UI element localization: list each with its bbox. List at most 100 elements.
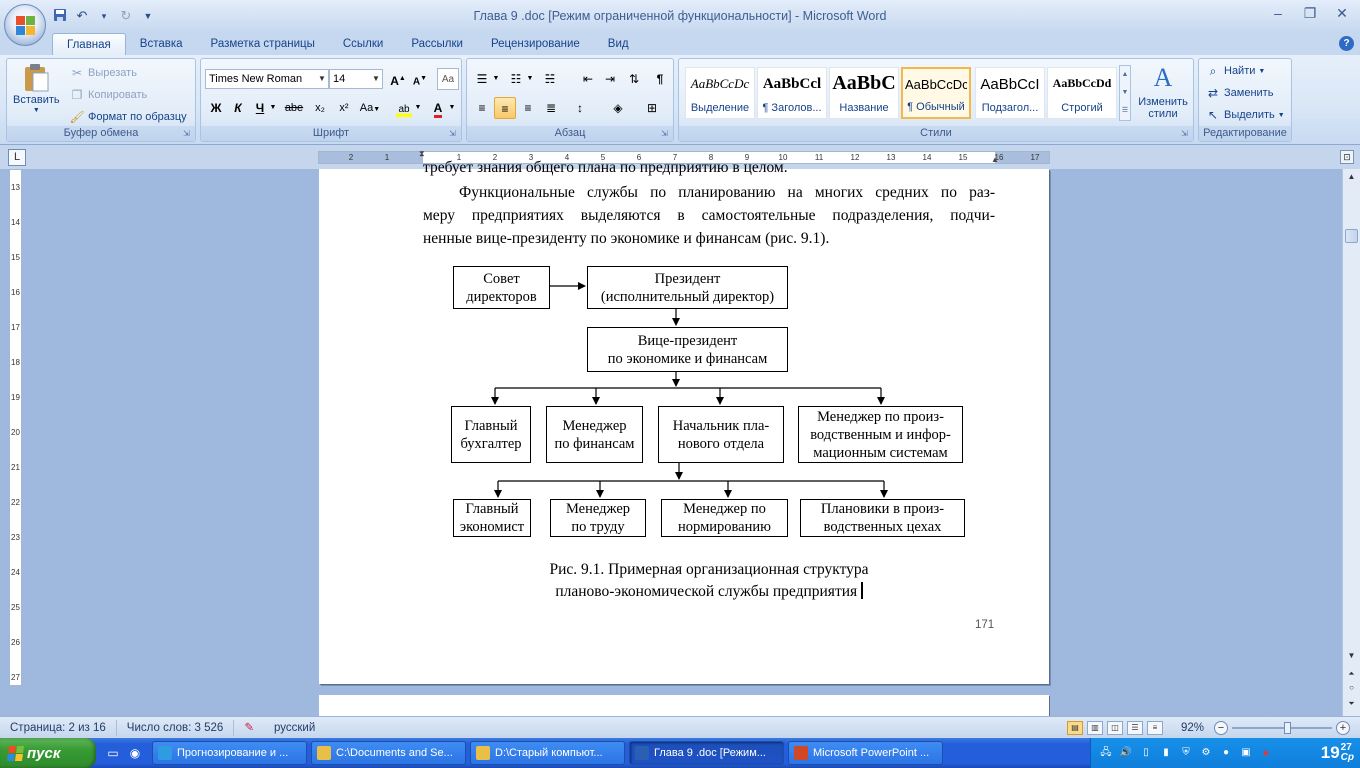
- shading-icon[interactable]: ◈: [613, 101, 623, 115]
- display-icon[interactable]: ▣: [1241, 747, 1251, 758]
- decrease-indent-icon[interactable]: ⇤: [582, 72, 594, 86]
- grow-font-button[interactable]: A▲: [390, 74, 406, 88]
- language-indicator[interactable]: русский: [273, 721, 316, 734]
- scroll-thumb[interactable]: [1345, 229, 1358, 243]
- full-screen-reading-icon[interactable]: ▥: [1086, 721, 1103, 735]
- styles-scroll[interactable]: ▲▼☰: [1119, 65, 1131, 121]
- dialog-launcher-icon[interactable]: ⇲: [449, 129, 456, 138]
- help-icon[interactable]: ?: [1339, 36, 1354, 51]
- change-case-button[interactable]: Aa▼: [359, 102, 381, 114]
- style-title[interactable]: AaBbC Название: [829, 67, 899, 119]
- increase-indent-icon[interactable]: ⇥: [604, 72, 616, 86]
- justify-icon[interactable]: ≣: [545, 101, 557, 115]
- update-icon[interactable]: ●: [1222, 747, 1230, 758]
- spellcheck-icon[interactable]: ✎: [244, 721, 254, 734]
- view-ruler-icon[interactable]: ⊡: [1340, 150, 1354, 164]
- print-layout-icon[interactable]: ▤: [1066, 721, 1083, 735]
- strikethrough-button[interactable]: abe: [284, 102, 304, 114]
- task-button[interactable]: Microsoft PowerPoint ...: [788, 741, 943, 765]
- browse-object-icon[interactable]: ○: [1349, 683, 1354, 692]
- cut-button[interactable]: ✂Вырезать: [69, 65, 137, 81]
- customize-qat-icon[interactable]: ▼: [143, 11, 153, 21]
- shrink-font-button[interactable]: A▼: [412, 75, 428, 88]
- restore-icon[interactable]: ❐: [1303, 5, 1317, 21]
- web-layout-icon[interactable]: ◫: [1106, 721, 1123, 735]
- underline-button[interactable]: Ч: [255, 101, 265, 115]
- indent-marker-icon[interactable]: ⧗: [419, 149, 425, 158]
- bullets-icon[interactable]: ☰: [476, 72, 488, 86]
- dialog-launcher-icon[interactable]: ⇲: [183, 129, 190, 138]
- zoom-slider[interactable]: [1232, 721, 1332, 735]
- clear-format-icon[interactable]: Aa: [437, 68, 459, 90]
- zoom-out-icon[interactable]: −: [1214, 721, 1228, 735]
- font-color-dropdown-icon[interactable]: ▼: [448, 104, 456, 111]
- office-button[interactable]: [4, 4, 46, 46]
- chevron-down-icon[interactable]: ▼: [492, 75, 500, 82]
- next-page-icon[interactable]: ⏷: [1348, 699, 1355, 708]
- style-normal[interactable]: AaBbCcDc ¶ Обычный: [901, 67, 971, 119]
- draft-icon[interactable]: ≡: [1146, 721, 1163, 735]
- undo-dropdown-icon[interactable]: ▾: [101, 11, 107, 21]
- style-emphasis[interactable]: AaBbCcDc Выделение: [685, 67, 755, 119]
- minimize-icon[interactable]: –: [1274, 5, 1282, 21]
- paste-button[interactable]: Вставить ▼: [13, 63, 60, 114]
- line-spacing-icon[interactable]: ↕: [577, 101, 583, 115]
- scroll-up-icon[interactable]: ▲: [1347, 172, 1356, 181]
- right-indent-marker-icon[interactable]: ▲: [991, 155, 999, 164]
- replace-button[interactable]: ⇄Заменить: [1205, 85, 1273, 101]
- tab-mailings[interactable]: Рассылки: [411, 38, 463, 50]
- zoom-in-icon[interactable]: +: [1336, 721, 1350, 735]
- start-button[interactable]: пуск: [0, 738, 96, 768]
- borders-icon[interactable]: ⊞: [646, 101, 658, 115]
- sort-icon[interactable]: ⇅: [628, 72, 640, 86]
- style-subtitle[interactable]: AaBbCcI Подзагол...: [975, 67, 1045, 119]
- select-button[interactable]: ↖Выделить▼: [1205, 107, 1285, 123]
- bold-button[interactable]: Ж: [210, 101, 222, 115]
- vertical-scrollbar[interactable]: ▲ ▼ ⏶ ○ ⏷: [1342, 169, 1360, 716]
- page-indicator[interactable]: Страница: 2 из 16: [0, 719, 117, 736]
- document-page[interactable]: требует знания общего плана по предприят…: [319, 159, 1049, 684]
- tab-page-layout[interactable]: Разметка страницы: [210, 38, 315, 50]
- zoom-slider-knob[interactable]: [1284, 722, 1292, 734]
- font-color-icon[interactable]: A: [427, 97, 449, 119]
- align-center-icon[interactable]: ≡: [494, 97, 516, 119]
- word-count[interactable]: Число слов: 3 526: [117, 719, 235, 736]
- scroll-down-icon[interactable]: ▼: [1347, 651, 1356, 660]
- find-button[interactable]: ⌕Найти▼: [1205, 63, 1266, 79]
- outline-icon[interactable]: ☰: [1126, 721, 1143, 735]
- tab-home[interactable]: Главная: [52, 33, 126, 55]
- undo-icon[interactable]: ↶: [76, 8, 88, 23]
- align-left-icon[interactable]: ≡: [478, 101, 486, 115]
- style-heading[interactable]: AaBbCcl ¶ Заголов...: [757, 67, 827, 119]
- prev-page-icon[interactable]: ⏶: [1348, 669, 1355, 678]
- style-strong[interactable]: AaBbCcDd Строгий: [1047, 67, 1117, 119]
- pilcrow-icon[interactable]: ¶: [656, 72, 664, 86]
- network-icon[interactable]: 🖧: [1100, 747, 1112, 758]
- superscript-button[interactable]: x²: [339, 102, 349, 114]
- bars-icon[interactable]: ▮: [1163, 747, 1169, 758]
- tab-insert[interactable]: Вставка: [139, 38, 183, 50]
- font-name-combo[interactable]: Times New Roman▼: [205, 69, 329, 89]
- italic-button[interactable]: К: [234, 101, 242, 115]
- change-styles-button[interactable]: A Изменить стили: [1135, 63, 1191, 120]
- multilevel-list-icon[interactable]: ☵: [544, 72, 556, 86]
- settings-icon[interactable]: ⚙: [1201, 747, 1211, 758]
- dialog-launcher-icon[interactable]: ⇲: [661, 129, 668, 138]
- tab-view[interactable]: Вид: [607, 38, 629, 50]
- highlight-icon[interactable]: ab: [393, 97, 415, 119]
- subscript-button[interactable]: x₂: [315, 102, 325, 114]
- format-painter-button[interactable]: 🖌Формат по образцу: [69, 109, 186, 125]
- redo-icon[interactable]: ↻: [120, 8, 132, 23]
- close-icon[interactable]: ✕: [1336, 5, 1348, 21]
- volume-icon[interactable]: 🔊: [1119, 747, 1133, 758]
- show-desktop-icon[interactable]: ▭: [107, 746, 119, 760]
- task-button[interactable]: Прогнозирование и ...: [152, 741, 307, 765]
- tab-review[interactable]: Рецензирование: [490, 38, 580, 50]
- task-button[interactable]: D:\Старый компьют...: [470, 741, 625, 765]
- chevron-down-icon[interactable]: ▼: [526, 75, 534, 82]
- dialog-launcher-icon[interactable]: ⇲: [1181, 129, 1188, 138]
- upload-icon[interactable]: ▲: [1261, 747, 1271, 758]
- numbering-icon[interactable]: ☷: [510, 72, 522, 86]
